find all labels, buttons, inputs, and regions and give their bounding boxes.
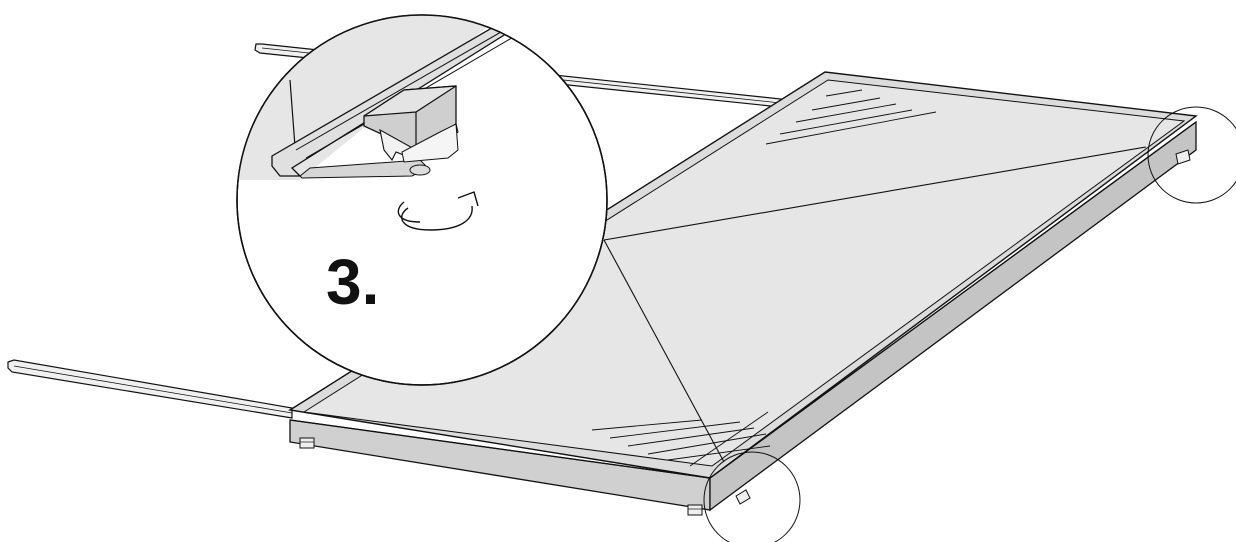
highlight-circle-top-right [1147, 106, 1236, 204]
detail-clamp [363, 85, 459, 176]
solar-panel [288, 71, 1198, 516]
panel-diagonal-line [603, 239, 725, 463]
rotation-arrow [397, 191, 479, 231]
glass-reflection-upper [765, 89, 937, 145]
mounting-clip-left [299, 437, 315, 449]
glass-reflection-lower [591, 411, 771, 467]
panel-diagonal-line [603, 146, 1147, 241]
detail-rail [271, 15, 563, 177]
highlight-circle-bottom [703, 451, 801, 542]
mounting-clip-right-top [1175, 149, 1191, 165]
panel-glass [302, 79, 1186, 467]
mounting-clip-bottom [687, 504, 703, 516]
step-number-label: 3. [326, 246, 379, 318]
mounting-clip-right-bottom [735, 489, 751, 505]
detail-magnifier: 3. [236, 14, 608, 386]
lower-mounting-rail [7, 359, 293, 419]
